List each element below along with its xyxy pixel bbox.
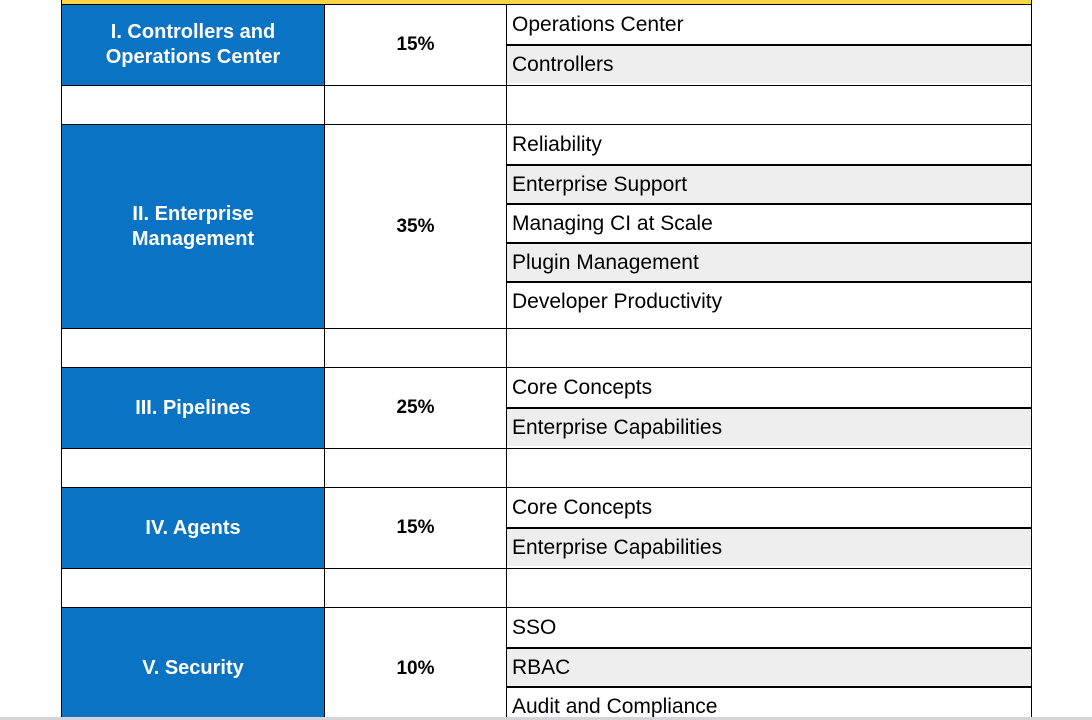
topic-item: Core Concepts [512, 495, 653, 519]
domain-title: III. Pipelines [61, 368, 325, 448]
topic-item: Managing CI at Scale [507, 203, 1031, 242]
spacer-cell [61, 86, 325, 124]
topic-item: SSO [512, 615, 557, 639]
domain-weight: 10% [325, 608, 507, 720]
topic-item: Reliability [512, 132, 602, 156]
page-divider [0, 717, 1092, 720]
spacer-cell [61, 569, 325, 607]
spacer-cell [507, 329, 1032, 367]
domain-weight: 15% [325, 488, 507, 568]
topic-item: Audit and Compliance [507, 686, 1031, 720]
domain-title: V. Security [61, 608, 325, 720]
topic-item: Enterprise Capabilities [507, 407, 1031, 446]
domain-weight: 15% [325, 5, 507, 85]
spacer-row [61, 569, 1032, 608]
spacer-row [61, 329, 1032, 368]
topic-item: Enterprise Support [507, 164, 1031, 203]
domain-weight: 25% [325, 368, 507, 448]
spacer-row [61, 86, 1032, 125]
spacer-cell [507, 449, 1032, 487]
spacer-cell [61, 329, 325, 367]
topic-item: Plugin Management [507, 242, 1031, 281]
topic-item: RBAC [507, 647, 1031, 686]
table-header-accent [61, 0, 1032, 4]
domain-weight: 35% [325, 125, 507, 328]
topic-item: Operations Center [512, 12, 684, 36]
spacer-cell [325, 569, 507, 607]
spacer-cell [507, 86, 1032, 124]
spacer-cell [507, 569, 1032, 607]
topic-item: Controllers [507, 44, 1031, 83]
topic-item: Developer Productivity [507, 281, 1031, 320]
spacer-cell [325, 329, 507, 367]
topic-item: Enterprise Capabilities [507, 527, 1031, 566]
spacer-cell [325, 449, 507, 487]
spacer-cell [61, 449, 325, 487]
domain-title: IV. Agents [61, 488, 325, 568]
domain-title: II. Enterprise Management [61, 125, 325, 328]
spacer-row [61, 449, 1032, 488]
topic-item: Core Concepts [512, 375, 653, 399]
domain-title: I. Controllers and Operations Center [61, 5, 325, 85]
spacer-cell [325, 86, 507, 124]
